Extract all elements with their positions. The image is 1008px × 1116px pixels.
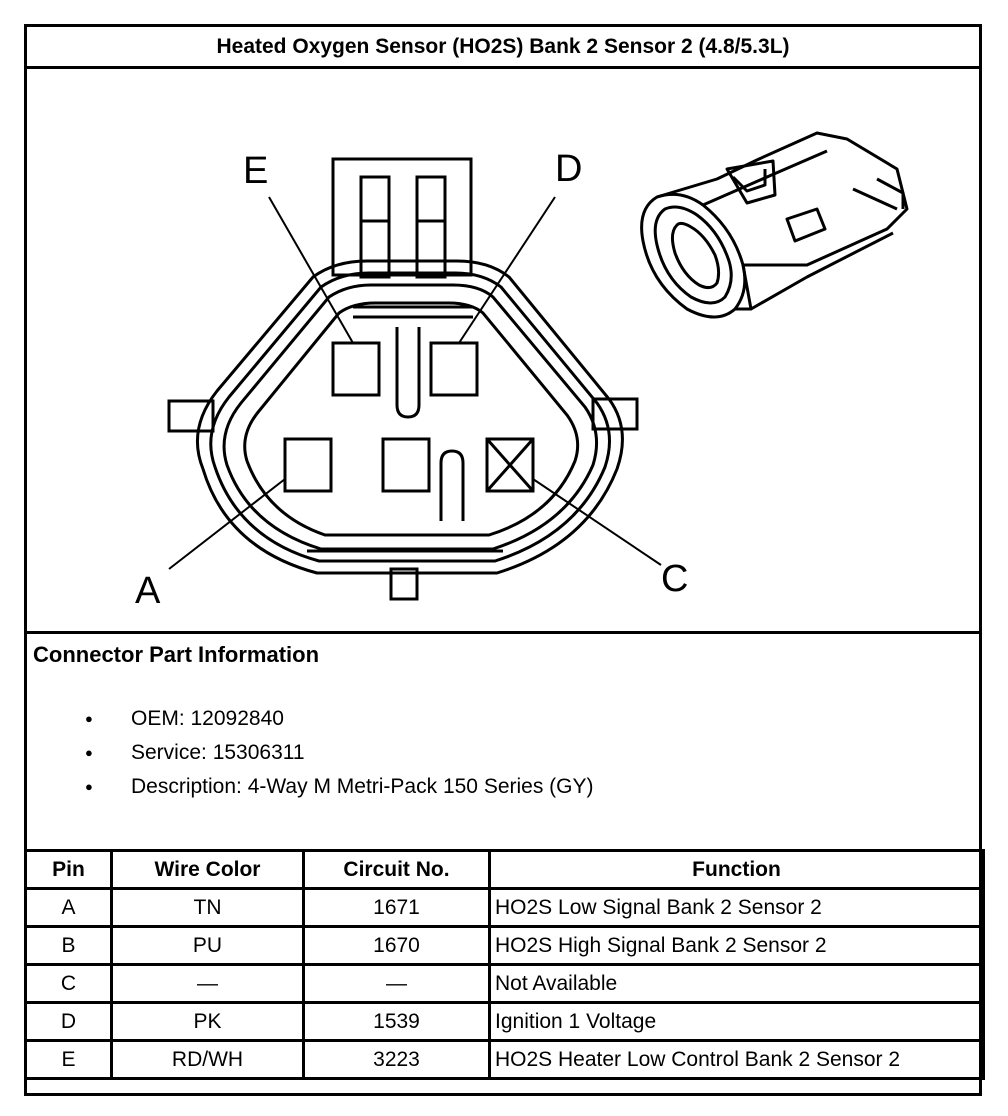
pin-label-d: D xyxy=(555,148,582,190)
function-cell: Ignition 1 Voltage xyxy=(488,1001,985,1042)
table-row: E RD/WH 3223 HO2S Heater Low Control Ban… xyxy=(24,1039,985,1080)
table-header-row: Pin Wire Color Circuit No. Function xyxy=(24,849,985,890)
circuit-cell: 1671 xyxy=(302,887,491,928)
table-row: A TN 1671 HO2S Low Signal Bank 2 Sensor … xyxy=(24,887,985,928)
latch-tower xyxy=(331,157,473,277)
table-row: B PU 1670 HO2S High Signal Bank 2 Sensor… xyxy=(24,925,985,966)
cavity-c xyxy=(485,437,535,493)
leader-d xyxy=(458,196,556,344)
connector-illustration xyxy=(640,131,909,319)
wire-color-cell: PU xyxy=(110,925,305,966)
leader-c xyxy=(532,478,662,566)
wire-color-cell: PK xyxy=(110,1001,305,1042)
circuit-cell: — xyxy=(302,963,491,1004)
table-row: C — — Not Available xyxy=(24,963,985,1004)
connector-diagram: E D A C xyxy=(27,69,979,631)
header-pin: Pin xyxy=(24,849,113,890)
center-rib-bottom xyxy=(439,449,465,521)
pin-cell: E xyxy=(24,1039,113,1080)
housing-outer xyxy=(196,259,624,575)
connector-face-drawing: E D A C xyxy=(135,131,909,612)
function-cell: HO2S High Signal Bank 2 Sensor 2 xyxy=(488,925,985,966)
function-cell: HO2S Low Signal Bank 2 Sensor 2 xyxy=(488,887,985,928)
pin-label-e: E xyxy=(243,150,268,192)
cavity-e xyxy=(331,341,381,397)
leader-a xyxy=(168,478,286,570)
leader-e xyxy=(268,196,354,344)
list-item-service: Service: 15306311 xyxy=(27,736,594,770)
cavity-d xyxy=(429,341,479,397)
left-tab xyxy=(167,399,215,433)
cavity-a xyxy=(283,437,333,493)
page-title: Heated Oxygen Sensor (HO2S) Bank 2 Senso… xyxy=(27,27,979,69)
function-cell: Not Available xyxy=(488,963,985,1004)
pin-label-c: C xyxy=(661,558,688,600)
pin-label-a: A xyxy=(135,570,161,612)
right-tab xyxy=(591,397,639,431)
center-rib-top xyxy=(395,327,421,419)
cavity-b xyxy=(381,437,431,493)
pin-table: Pin Wire Color Circuit No. Function A TN… xyxy=(24,849,985,1080)
circuit-cell: 1670 xyxy=(302,925,491,966)
connector-part-information: Connector Part Information OEM: 12092840… xyxy=(27,631,979,851)
circuit-cell: 3223 xyxy=(302,1039,491,1080)
part-info-list: OEM: 12092840 Service: 15306311 Descript… xyxy=(27,702,594,804)
header-circuit-no: Circuit No. xyxy=(302,849,491,890)
circuit-cell: 1539 xyxy=(302,1001,491,1042)
pin-cell: B xyxy=(24,925,113,966)
wire-color-cell: — xyxy=(110,963,305,1004)
header-function: Function xyxy=(488,849,985,890)
bottom-tab xyxy=(389,567,419,601)
pin-cell: C xyxy=(24,963,113,1004)
wire-color-cell: TN xyxy=(110,887,305,928)
table-row: D PK 1539 Ignition 1 Voltage xyxy=(24,1001,985,1042)
section-heading: Connector Part Information xyxy=(33,642,320,667)
pin-cell: D xyxy=(24,1001,113,1042)
list-item-description: Description: 4-Way M Metri-Pack 150 Seri… xyxy=(27,770,594,804)
function-cell: HO2S Heater Low Control Bank 2 Sensor 2 xyxy=(488,1039,985,1080)
wire-color-cell: RD/WH xyxy=(110,1039,305,1080)
pin-cell: A xyxy=(24,887,113,928)
connector-sheet: Heated Oxygen Sensor (HO2S) Bank 2 Senso… xyxy=(24,24,985,1096)
header-wire-color: Wire Color xyxy=(110,849,305,890)
list-item-oem: OEM: 12092840 xyxy=(27,702,594,736)
